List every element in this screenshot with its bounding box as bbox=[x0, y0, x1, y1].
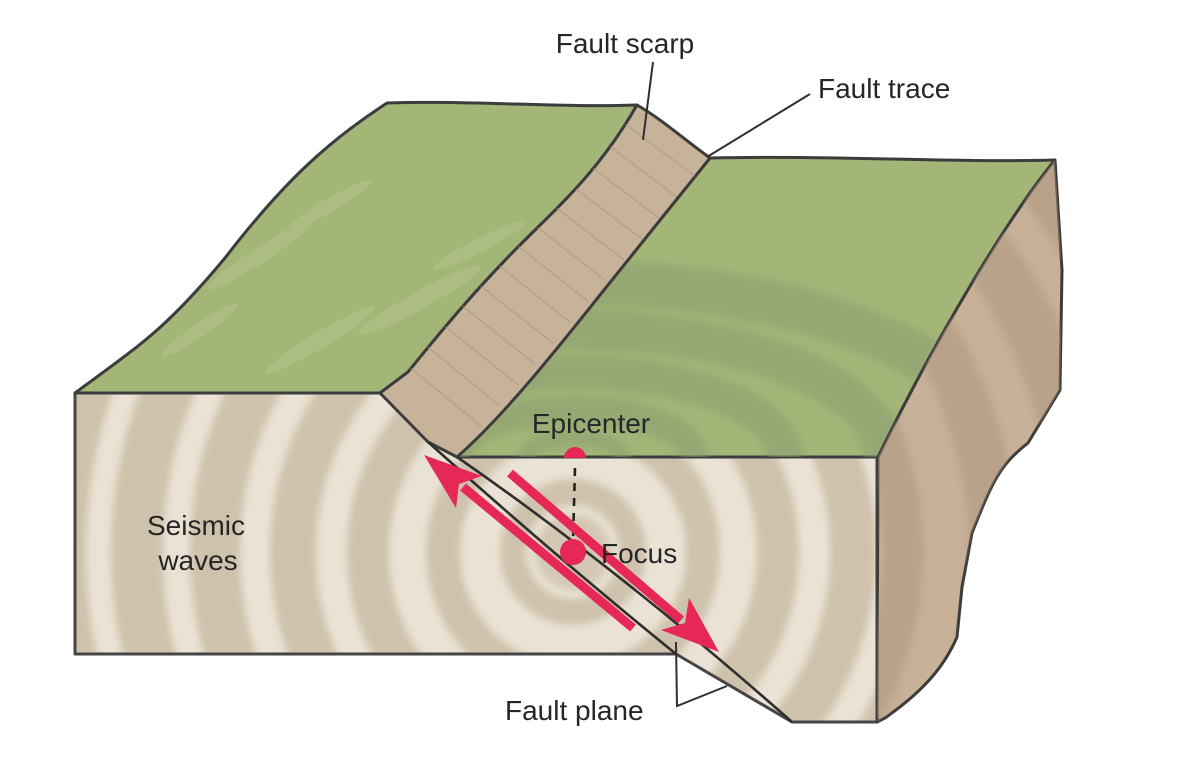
label-seismic-waves-line1: Seismic bbox=[147, 510, 245, 541]
focus-dot bbox=[560, 539, 586, 565]
leader-fault-trace bbox=[706, 93, 811, 158]
fault-scarp-face bbox=[378, 103, 712, 459]
slip-arrow-down bbox=[507, 469, 719, 652]
epicenter-dot bbox=[564, 447, 586, 458]
slip-arrow-up bbox=[424, 455, 636, 632]
label-fault-trace: Fault trace bbox=[818, 73, 950, 104]
grass-texture-streaks bbox=[161, 180, 527, 374]
label-epicenter: Epicenter bbox=[532, 408, 650, 439]
scarp-striations bbox=[405, 121, 696, 428]
leader-fault-scarp bbox=[642, 61, 654, 141]
label-seismic-waves-line2: waves bbox=[157, 545, 237, 576]
fault-plane-line-lower bbox=[456, 455, 793, 723]
label-fault-scarp: Fault scarp bbox=[556, 28, 695, 59]
leader-fault-plane bbox=[675, 641, 728, 708]
label-fault-plane: Fault plane bbox=[505, 695, 644, 726]
label-focus: Focus bbox=[601, 538, 677, 569]
